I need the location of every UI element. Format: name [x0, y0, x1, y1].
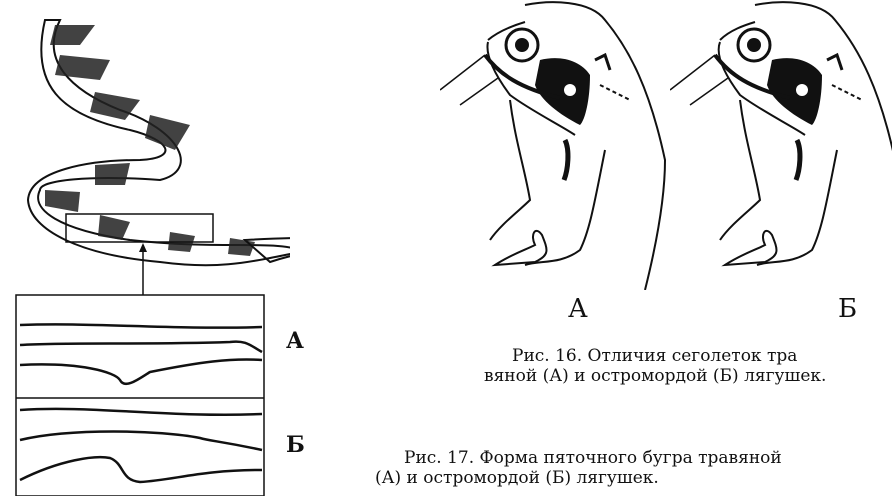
fig17-label-b: Б — [286, 434, 305, 456]
frog-head-b-illustration — [670, 0, 892, 290]
frog-head-a-illustration — [440, 0, 680, 290]
fig16-caption-line1: Рис. 16. Отличия сеголеток тра — [512, 346, 797, 366]
fig16-caption-line2: вяной (А) и остромордой (Б) лягушек. — [484, 366, 826, 386]
fig17-label-a: А — [286, 330, 304, 352]
fig17-caption-line1: Рис. 17. Форма пяточного бугра травяной — [404, 448, 782, 468]
frog-leg-illustration — [0, 0, 290, 496]
fig16-label-b: Б — [838, 296, 857, 322]
fig17-caption-line2: (А) и остромордой (Б) лягушек. — [375, 468, 659, 488]
fig16-label-a: А — [568, 296, 588, 322]
